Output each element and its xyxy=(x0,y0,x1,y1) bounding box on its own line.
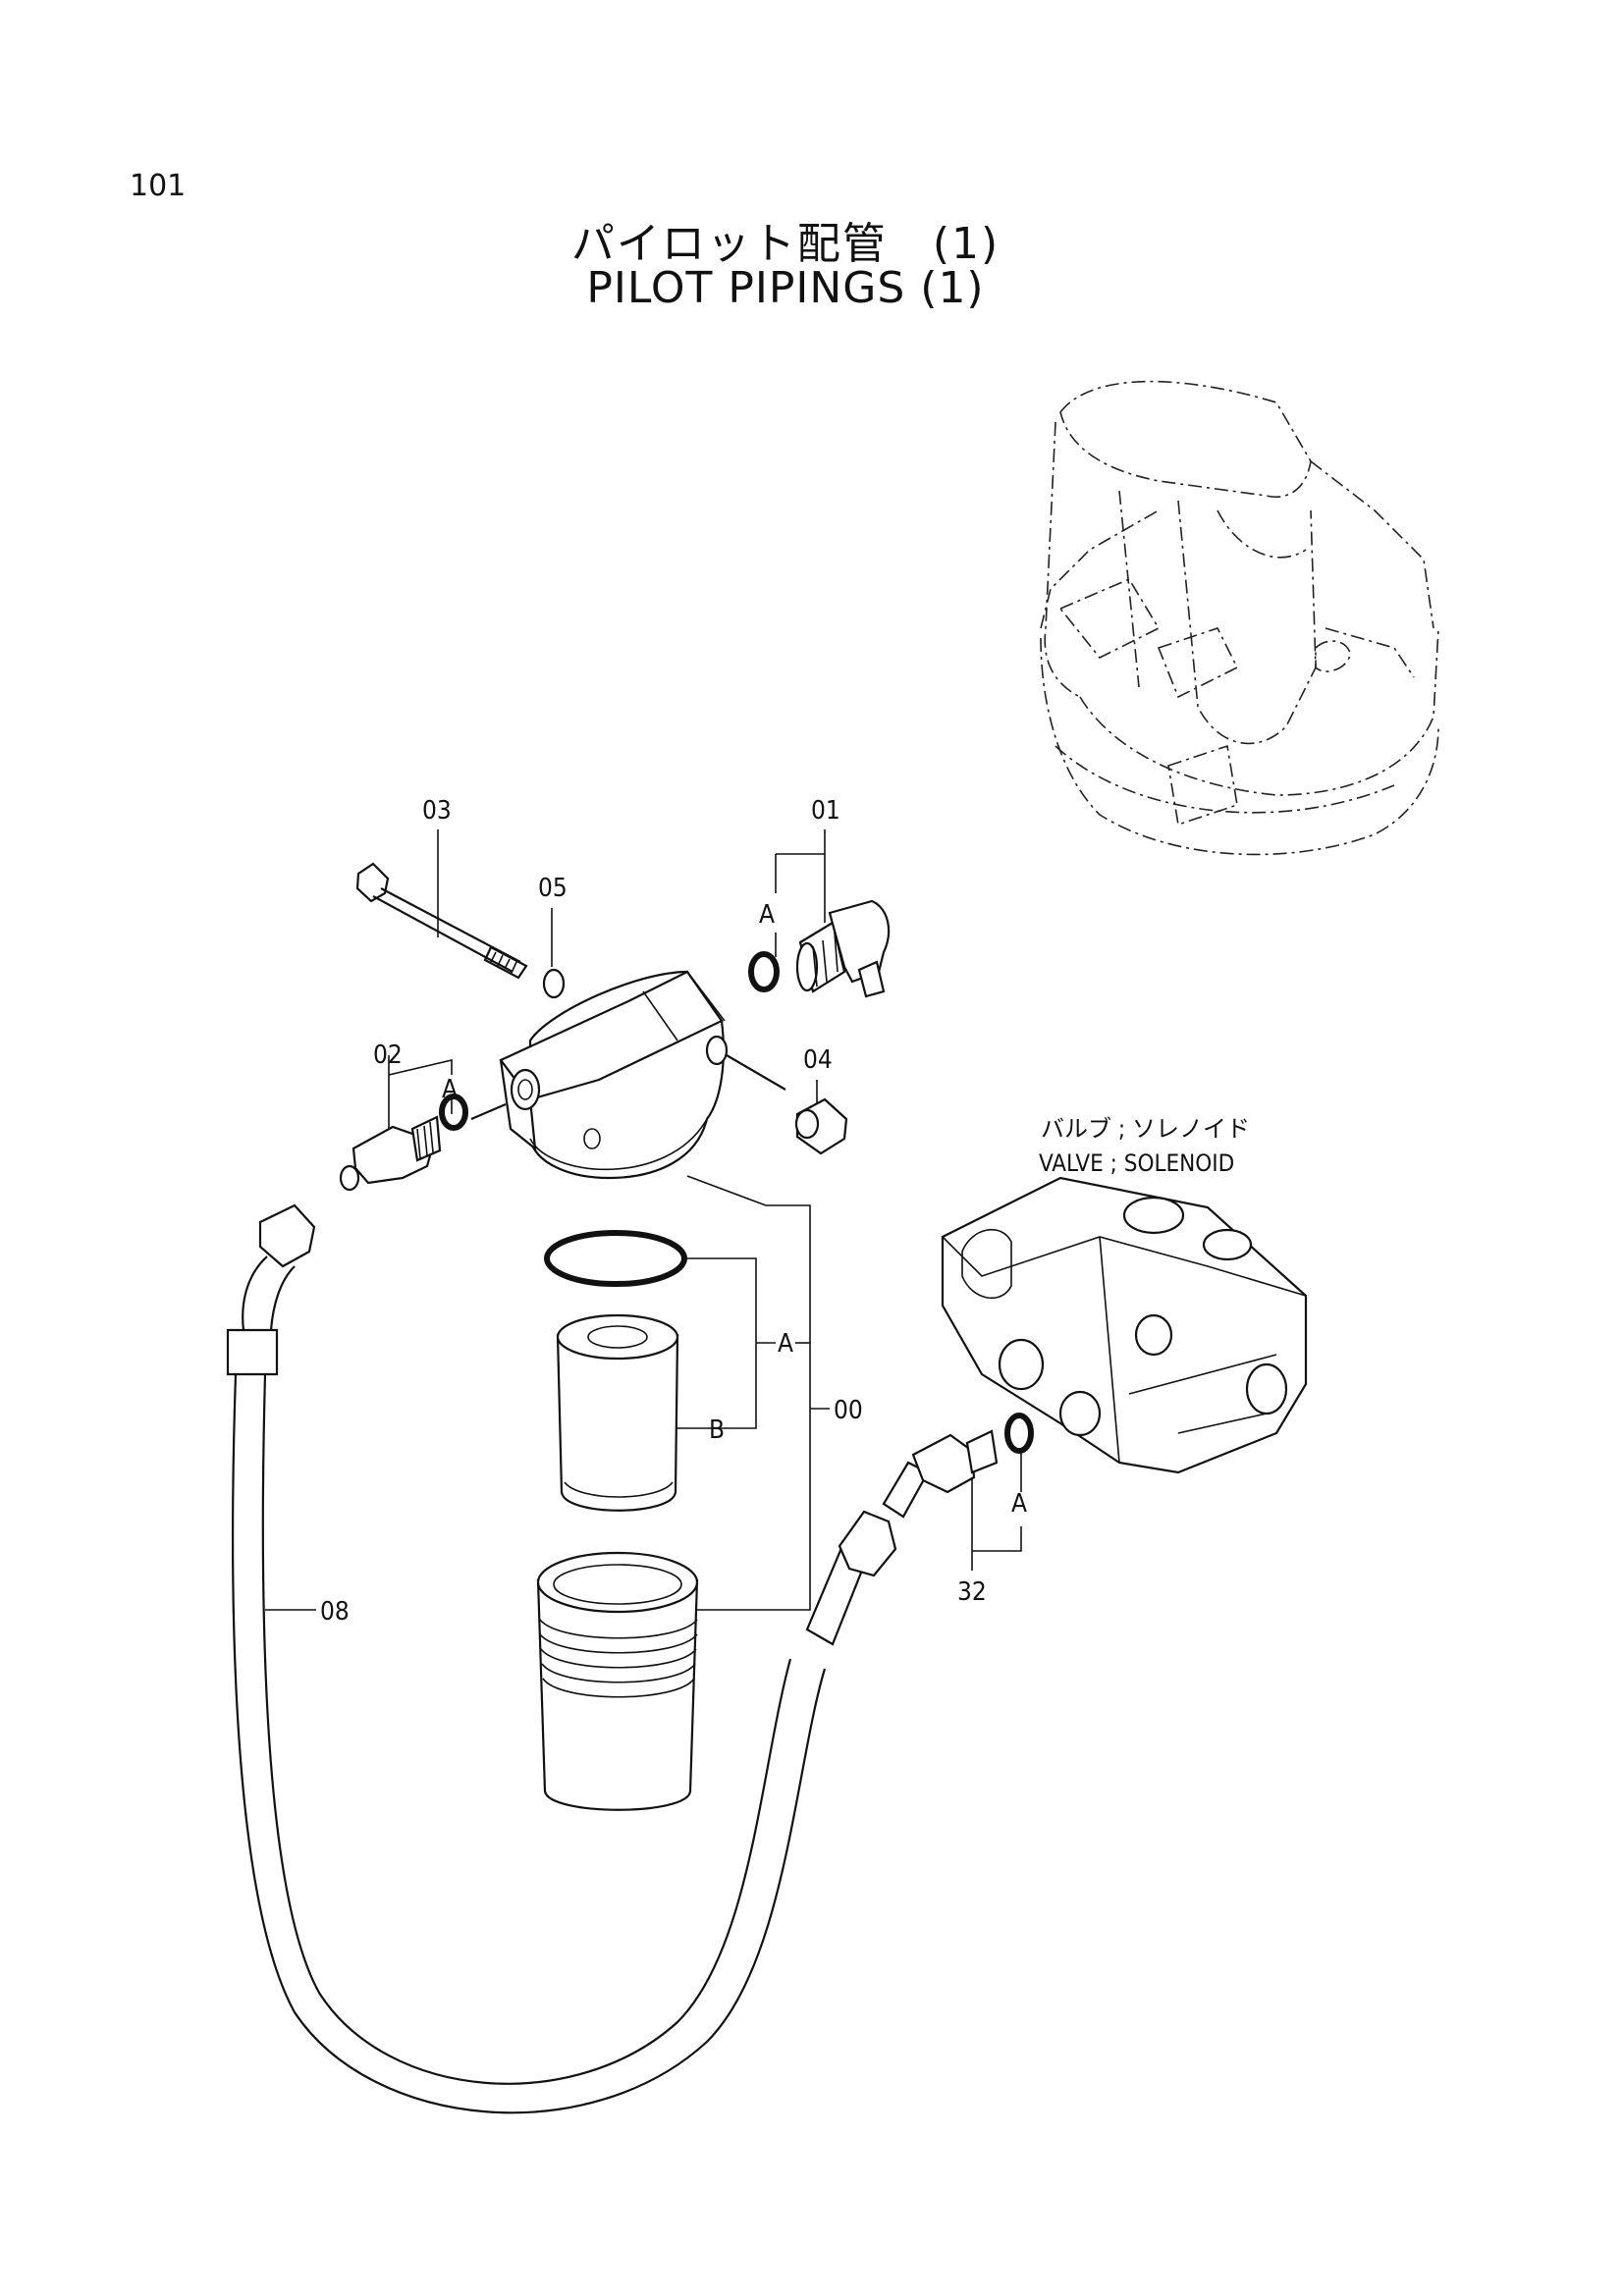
solenoid-valve xyxy=(941,1176,1308,1474)
fitting-part-02 xyxy=(339,1094,468,1192)
washer-part-05 xyxy=(542,968,566,999)
callout-02: 02 xyxy=(373,1041,403,1070)
callout-03: 03 xyxy=(422,796,452,826)
hose-part-08 xyxy=(226,1203,897,2114)
callout-08: 08 xyxy=(320,1597,350,1627)
callout-00: 00 xyxy=(834,1396,863,1425)
leader-lines xyxy=(265,829,1022,1611)
callout-a-02: A xyxy=(442,1075,458,1104)
callout-32: 32 xyxy=(957,1577,987,1607)
elbow-fitting-part-01 xyxy=(748,899,891,998)
page-title-japanese: パイロット配管 (1) xyxy=(570,219,1001,269)
cab-overview-illustration xyxy=(1040,380,1439,856)
plug-part-04 xyxy=(794,1097,848,1155)
valve-label-english: VALVE ; SOLENOID xyxy=(1039,1149,1234,1177)
callout-a-00: A xyxy=(778,1329,793,1359)
callout-05: 05 xyxy=(538,874,568,903)
page-title-english: PILOT PIPINGS (1) xyxy=(586,263,985,313)
filter-element xyxy=(556,1313,679,1512)
elbow-fitting-part-32 xyxy=(882,1413,1034,1519)
callout-01: 01 xyxy=(811,796,840,826)
callout-b-00: B xyxy=(709,1415,725,1445)
callout-a-01: A xyxy=(759,900,775,930)
filter-head-housing xyxy=(470,970,786,1180)
page-number: 101 xyxy=(130,169,187,203)
bolt-part-03 xyxy=(355,862,528,980)
callout-04: 04 xyxy=(803,1045,833,1075)
filter-bowl xyxy=(536,1551,699,1811)
valve-label-japanese: バルブ ; ソレノイド xyxy=(1041,1115,1250,1143)
callout-a-32: A xyxy=(1011,1489,1027,1519)
o-ring-large xyxy=(544,1230,687,1287)
